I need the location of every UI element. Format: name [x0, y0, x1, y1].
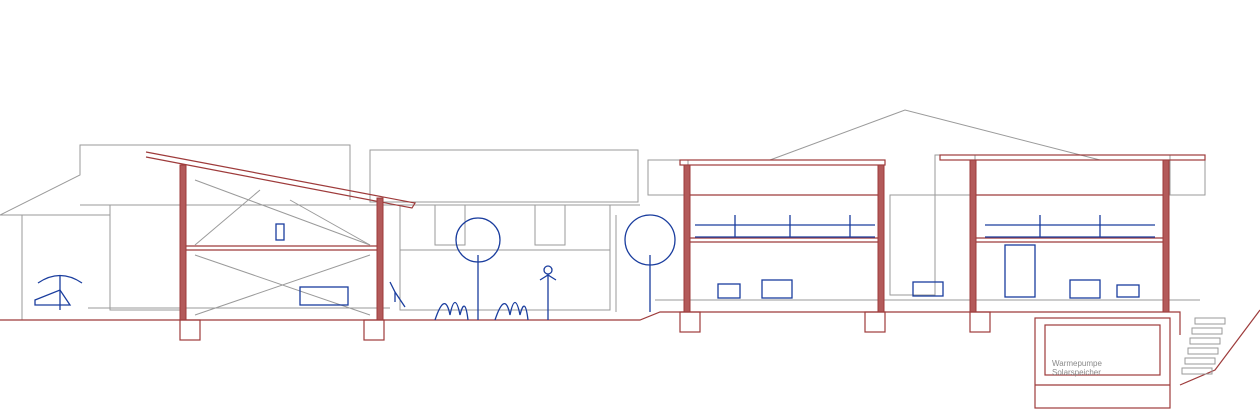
- plant-1: [434, 301, 469, 321]
- seated-person: [389, 281, 406, 308]
- solar-storage-label: Solarspeicher: [1052, 368, 1101, 377]
- left-pavilion-section: [145, 151, 416, 341]
- stair-steps: [1181, 317, 1226, 375]
- sunbather: [34, 289, 72, 306]
- balcony-railing-2: [985, 215, 1155, 238]
- furniture-and-people: [34, 214, 1155, 321]
- ground-line: [0, 309, 1260, 386]
- right-building-2-section: [939, 154, 1206, 333]
- right-building-1-section: [679, 159, 886, 333]
- shelving: [1004, 244, 1036, 298]
- tree-2: [624, 214, 676, 312]
- parasol: [37, 274, 83, 284]
- heat-pump-label: Warmepumpe: [1052, 359, 1102, 368]
- plant-2: [494, 301, 529, 321]
- background-elevation: [0, 109, 1206, 320]
- standing-person: [539, 274, 557, 320]
- basement-section: Warmepumpe Solarspeicher: [1034, 317, 1226, 409]
- tree-1: [455, 217, 501, 320]
- balcony-railing-1: [695, 215, 875, 238]
